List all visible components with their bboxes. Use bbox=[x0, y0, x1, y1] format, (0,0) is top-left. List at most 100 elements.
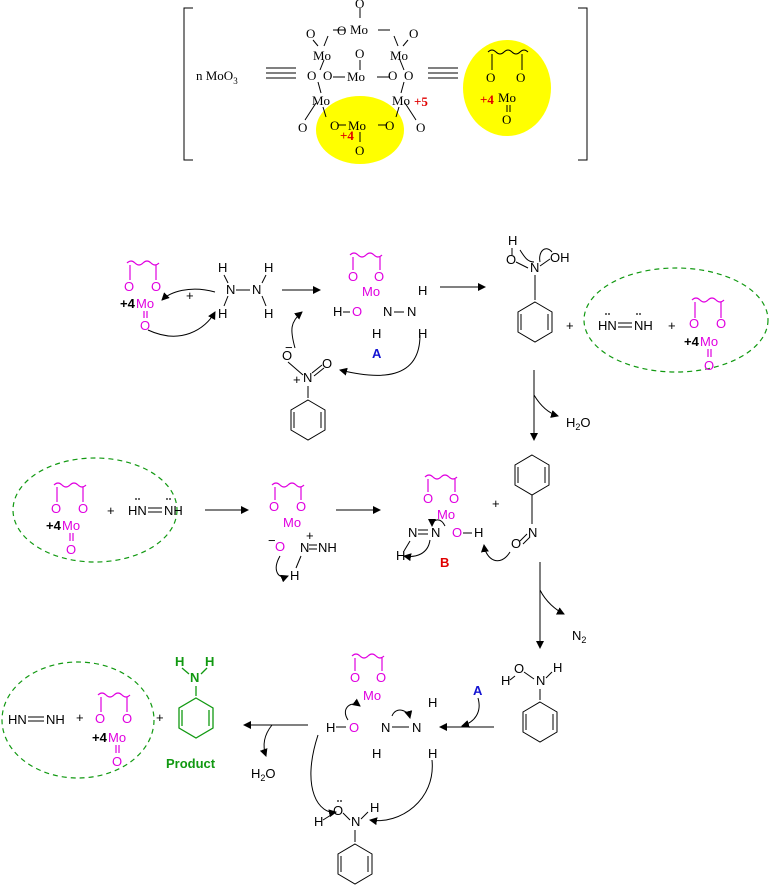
svg-text:Mo: Mo bbox=[362, 284, 380, 299]
mo-hydrazine-complex-row3: O O Mo O H N N H H H bbox=[326, 653, 437, 761]
svg-text:O: O bbox=[122, 711, 132, 726]
svg-text:O: O bbox=[66, 542, 76, 557]
svg-text:O: O bbox=[376, 670, 386, 685]
n2-release-arrow bbox=[539, 589, 565, 615]
svg-text:Mo: Mo bbox=[313, 48, 331, 63]
svg-text:H: H bbox=[370, 800, 379, 815]
phenylhydroxylamine-row3-bottom: H O N H bbox=[314, 800, 379, 885]
svg-text:Mo: Mo bbox=[390, 48, 408, 63]
product-label: Product bbox=[166, 756, 216, 771]
svg-text:O: O bbox=[506, 252, 516, 267]
svg-text:O: O bbox=[151, 279, 161, 294]
moo3-cluster-panel: n MoO3 O O Mo O O M bbox=[183, 0, 588, 164]
catalyst-mo4-row1: O O Mo +4 O bbox=[120, 260, 161, 333]
byproducts-group-3 bbox=[1, 661, 155, 779]
svg-text:H: H bbox=[372, 326, 381, 341]
svg-text:H: H bbox=[175, 654, 184, 669]
curved-arrow-a-to-nitro bbox=[339, 334, 421, 376]
diazene-1: HN NH bbox=[598, 313, 653, 333]
svg-text:Mo: Mo bbox=[62, 518, 80, 533]
svg-text:+: + bbox=[76, 710, 84, 725]
svg-text:Mo: Mo bbox=[283, 515, 301, 530]
svg-text:HN: HN bbox=[128, 503, 147, 518]
svg-text:N: N bbox=[530, 260, 539, 275]
svg-text:N: N bbox=[351, 814, 360, 829]
svg-text:H: H bbox=[372, 746, 381, 761]
svg-text:H: H bbox=[314, 814, 323, 829]
svg-text:O: O bbox=[352, 304, 362, 319]
svg-text:H: H bbox=[501, 673, 510, 688]
svg-text:+: + bbox=[566, 318, 574, 333]
svg-text:−: − bbox=[268, 533, 276, 548]
intermediate-b: O O Mo O H N N H B bbox=[396, 474, 483, 570]
svg-text:HN: HN bbox=[598, 318, 617, 333]
svg-text:Mo: Mo bbox=[348, 118, 366, 133]
svg-text:O: O bbox=[124, 279, 134, 294]
svg-text:H: H bbox=[418, 283, 427, 298]
svg-text:Mo: Mo bbox=[437, 507, 455, 522]
svg-text:NH: NH bbox=[46, 712, 65, 727]
svg-text:O: O bbox=[511, 536, 521, 551]
equivalence-sign-2 bbox=[428, 67, 458, 79]
byproducts-group-2 bbox=[12, 457, 178, 563]
svg-text:O: O bbox=[140, 318, 150, 333]
cluster-atoms: O O Mo O O Mo Mo O O O Mo O O Mo Mo +5 O… bbox=[298, 0, 428, 158]
svg-text:O: O bbox=[95, 711, 105, 726]
svg-text:OH: OH bbox=[550, 250, 570, 265]
catalyst-mo4-group1: O O Mo +4 O bbox=[684, 297, 726, 373]
mo-diazene-complex: O O Mo O − N + NH H bbox=[268, 482, 337, 583]
nitrosobenzene: N O bbox=[480, 454, 550, 562]
svg-text:N: N bbox=[383, 304, 392, 319]
svg-text:+4: +4 bbox=[340, 128, 354, 143]
svg-text:+4: +4 bbox=[46, 518, 62, 533]
svg-text:N: N bbox=[412, 720, 421, 735]
equivalence-sign-1 bbox=[266, 67, 296, 79]
water-label-2: H2O bbox=[251, 766, 276, 783]
svg-text:O: O bbox=[355, 143, 364, 158]
svg-text:O: O bbox=[355, 46, 364, 61]
svg-text:O: O bbox=[323, 68, 332, 83]
label-a: A bbox=[372, 346, 382, 361]
svg-text:O: O bbox=[51, 501, 61, 516]
phenylhydroxylamine: H O N H bbox=[501, 660, 562, 743]
svg-text:O: O bbox=[282, 348, 292, 363]
svg-text:O: O bbox=[330, 118, 339, 133]
svg-text:O: O bbox=[689, 316, 699, 331]
svg-text:H: H bbox=[553, 660, 562, 675]
svg-text:O: O bbox=[337, 23, 346, 38]
svg-text:NH: NH bbox=[164, 503, 183, 518]
left-bracket bbox=[183, 7, 193, 161]
svg-text:Mo: Mo bbox=[136, 296, 154, 311]
svg-text:O: O bbox=[275, 539, 285, 554]
svg-text:+4: +4 bbox=[120, 296, 136, 311]
svg-text:O: O bbox=[449, 491, 459, 506]
svg-text:N: N bbox=[303, 370, 312, 385]
svg-text:+4: +4 bbox=[92, 730, 108, 745]
svg-text:O: O bbox=[307, 68, 316, 83]
hydrazine-row1: H H N N H H bbox=[218, 260, 273, 321]
svg-text:O: O bbox=[704, 358, 714, 373]
svg-text:H: H bbox=[428, 746, 437, 761]
catalyst-mo4-group2: O O Mo +4 O bbox=[46, 482, 88, 557]
curved-arrow-loop-left bbox=[310, 734, 337, 818]
svg-text:H: H bbox=[290, 568, 299, 583]
svg-text:O: O bbox=[409, 26, 418, 41]
svg-text:O: O bbox=[298, 120, 307, 135]
intermediate-a: O O Mo O H N N H H H A bbox=[333, 252, 427, 361]
label-b: B bbox=[440, 555, 449, 570]
svg-text:O: O bbox=[349, 720, 359, 735]
svg-text:O: O bbox=[416, 120, 425, 135]
svg-text:−: − bbox=[285, 340, 293, 355]
svg-text:O: O bbox=[296, 499, 306, 514]
svg-text:+: + bbox=[306, 528, 314, 543]
svg-text:O: O bbox=[322, 356, 332, 371]
svg-text:NH: NH bbox=[318, 540, 337, 555]
water-release-arrow-1 bbox=[533, 394, 559, 418]
svg-text:H: H bbox=[396, 548, 405, 563]
svg-text:O: O bbox=[355, 0, 364, 11]
svg-text:+4: +4 bbox=[480, 92, 494, 107]
svg-text:N: N bbox=[226, 282, 235, 297]
svg-text:Mo: Mo bbox=[350, 22, 368, 37]
phenylhydroxylamine-dihydroxy: H O N OH bbox=[506, 233, 570, 343]
